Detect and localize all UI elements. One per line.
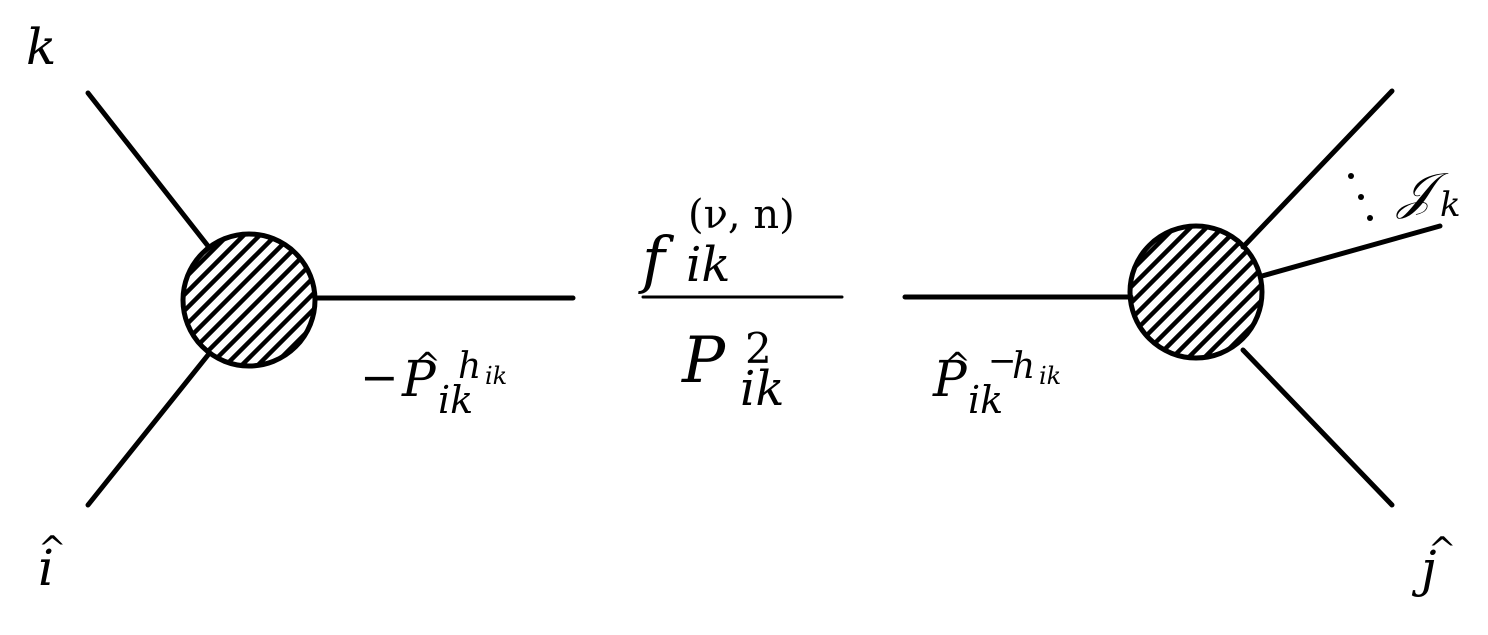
svg-text:^: ^ — [944, 345, 971, 383]
svg-text:h: h — [1012, 346, 1035, 387]
svg-text:k: k — [1440, 185, 1461, 225]
numerator-f: f — [638, 223, 675, 296]
svg-text:j: j — [1411, 540, 1437, 598]
cluster-dots — [1348, 173, 1373, 221]
denominator-p: P — [681, 324, 726, 398]
svg-text:i: i — [38, 539, 54, 597]
denominator-sup: 2 — [745, 324, 772, 373]
label-cluster-jk: 𝒥 k — [1396, 162, 1461, 225]
svg-text:ik: ik — [968, 378, 1003, 422]
svg-text:h: h — [458, 346, 481, 387]
svg-text:^: ^ — [1428, 530, 1457, 570]
svg-text:^: ^ — [414, 345, 441, 383]
label-j-hat: ^ j — [1411, 530, 1457, 598]
right-vertex — [902, 88, 1443, 508]
numerator-sup: (ν, n) — [688, 192, 795, 238]
svg-text:P: P — [932, 350, 968, 408]
left-leg-i — [85, 352, 211, 508]
svg-text:P: P — [401, 350, 437, 408]
svg-text:−: − — [988, 341, 1017, 381]
propagator-fraction: f (ν, n) ik P 2 ik — [638, 192, 844, 417]
right-leg-top — [1240, 88, 1395, 250]
denominator-sub: ik — [740, 361, 784, 417]
right-leg-j — [1240, 347, 1395, 508]
left-vertex — [85, 90, 576, 508]
svg-text:ik: ik — [438, 378, 473, 422]
label-i-hat: ^ i — [38, 529, 67, 597]
left-momentum-label: − ^ P h ik ik — [360, 345, 507, 422]
numerator-sub: ik — [686, 237, 730, 293]
svg-text:ik: ik — [485, 362, 507, 390]
right-blob — [1127, 223, 1265, 361]
svg-text:^: ^ — [38, 529, 67, 569]
svg-text:ik: ik — [1039, 362, 1061, 390]
right-momentum-label: ^ P − h ik ik — [932, 341, 1061, 422]
svg-text:−: − — [360, 350, 399, 404]
left-blob — [180, 231, 318, 369]
right-leg-middle — [1259, 223, 1443, 279]
left-leg-k — [85, 90, 211, 249]
label-k: k — [26, 18, 56, 76]
